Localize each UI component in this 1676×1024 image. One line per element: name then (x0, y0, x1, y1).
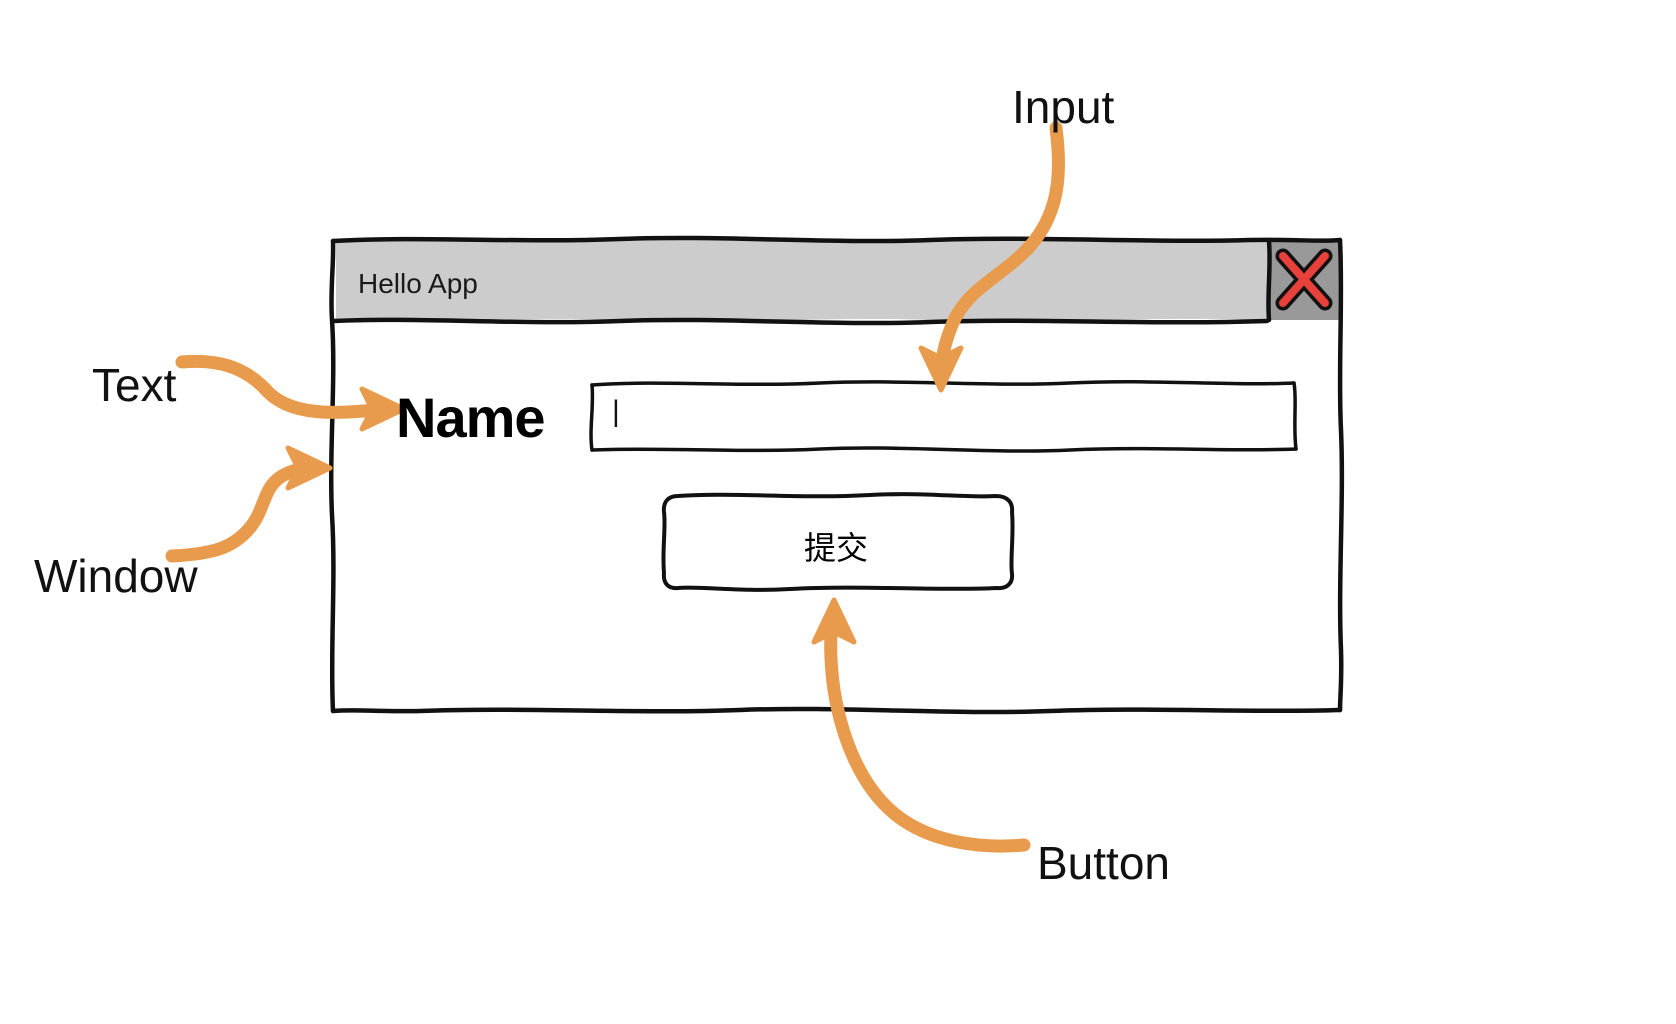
window-titlebar[interactable] (334, 240, 1340, 320)
annotation-label-button: Button (1037, 837, 1170, 889)
name-input[interactable] (590, 381, 1296, 451)
annotation-label-text: Text (92, 359, 177, 411)
name-label: Name (396, 386, 546, 449)
submit-button[interactable] (663, 494, 1011, 590)
name-input-caret: | (612, 395, 620, 428)
annotation-label-input: Input (1012, 81, 1115, 133)
annotation-arrow-window (165, 445, 333, 563)
window-title: Hello App (358, 268, 478, 299)
close-button[interactable] (1267, 241, 1339, 319)
annotation-label-window: Window (34, 550, 198, 602)
submit-button-label: 提交 (803, 529, 868, 567)
